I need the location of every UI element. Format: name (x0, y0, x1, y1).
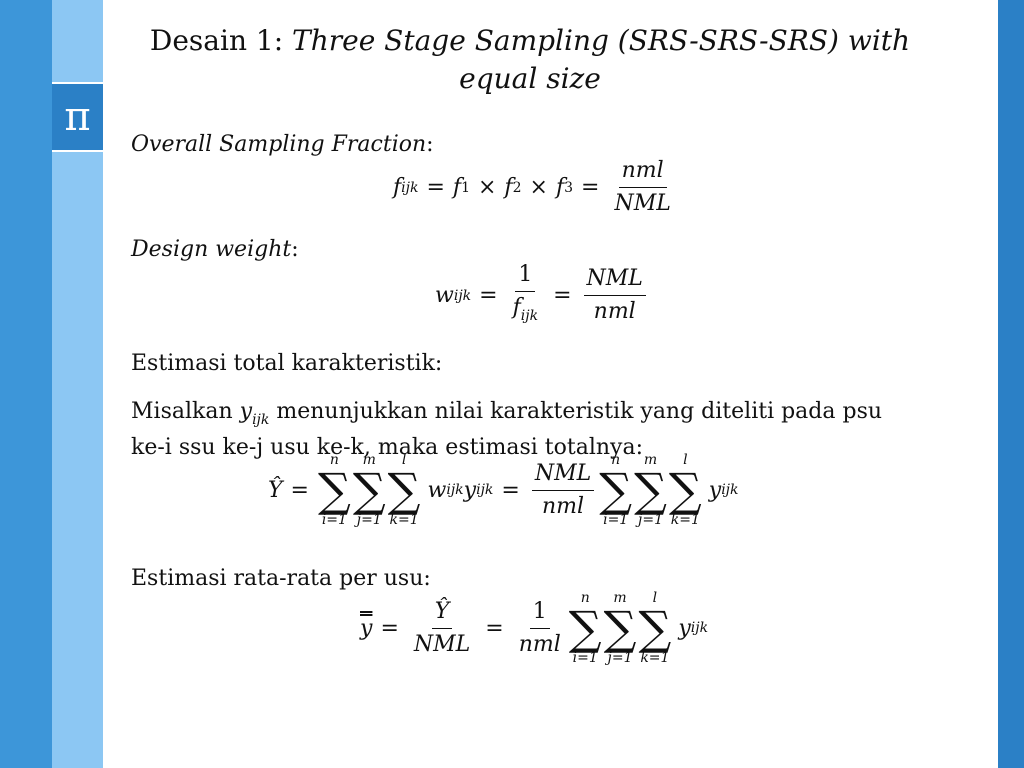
design-weight-label: Design weight: (131, 237, 299, 262)
pi-icon: π (52, 84, 103, 150)
explanation-text: Misalkan yijk menunjukkan nilai karakter… (131, 399, 883, 460)
right-gap (986, 0, 998, 768)
mean-estimation-label: Estimasi rata-rata per usu: (131, 566, 431, 591)
left-stripe-dark (0, 0, 52, 768)
right-stripe (998, 0, 1024, 768)
sidebar-divider-bottom (52, 150, 103, 152)
total-estimation-label: Estimasi total karakteristik: (131, 351, 443, 376)
sidebar-divider-top (52, 82, 103, 84)
slide-title: Desain 1: Three Stage Sampling (SRS-SRS-… (149, 24, 911, 95)
overall-sampling-label: Overall Sampling Fraction: (131, 132, 434, 157)
